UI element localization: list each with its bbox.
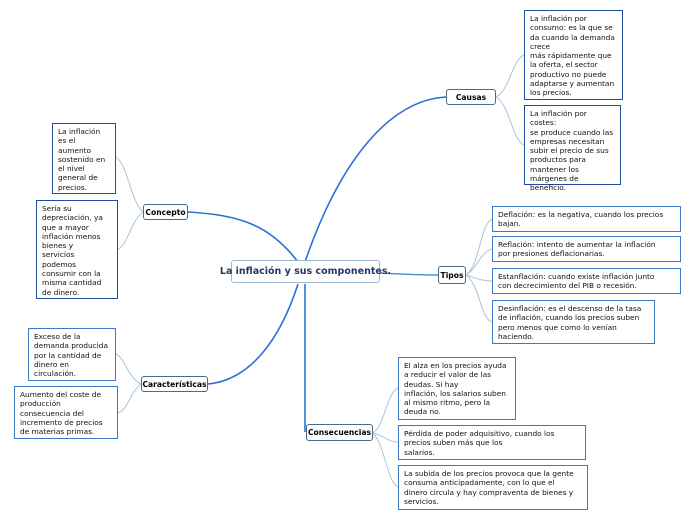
consecuencias-item-3[interactable]: La subida de los precios provoca que la …: [398, 465, 588, 510]
central-topic[interactable]: La inflación y sus componentes.: [220, 260, 391, 283]
consecuencias-item-1[interactable]: El alza en los precios ayuda a reducir e…: [398, 357, 516, 420]
topic-caracteristicas-label: Características: [142, 379, 207, 389]
connector-tipos: [379, 272, 439, 276]
connector-caracteristicas: [207, 283, 299, 385]
tipos-item-1-text: Deflación: es la negativa, cuando los pr…: [498, 210, 664, 229]
topic-tipos-label: Tipos: [440, 270, 464, 280]
causas-item-2[interactable]: La inflación por costes: se produce cuan…: [524, 105, 621, 192]
connector-consecuencias-leaf-2: [372, 432, 399, 443]
tipos-item-2-text: Reflación: intento de aumentar la inflac…: [498, 240, 656, 259]
connector-concepto: [187, 211, 299, 263]
causas-item-1-text: La inflación por consumo: es la que se d…: [530, 14, 615, 98]
concepto-item-1-text: La inflación es el aumento sostenido en …: [58, 127, 106, 192]
causas-item-2-text: La inflación por costes: se produce cuan…: [530, 109, 614, 193]
connector-tipos-leaf-4: [465, 274, 493, 323]
connector-concepto-leaf-2: [117, 211, 144, 250]
concepto-item-2-text: Sería su depreciación, ya que a mayor in…: [42, 204, 103, 297]
central-topic-label: La inflación y sus componentes.: [219, 266, 392, 277]
tipos-item-4-text: Desinflación: es el descenso de la tasa …: [498, 304, 642, 341]
connector-tipos-leaf-2: [465, 248, 493, 276]
consecuencias-item-1-text: El alza en los precios ayuda a reducir e…: [404, 361, 507, 417]
causas-item-1[interactable]: La inflación por consumo: es la que se d…: [524, 10, 623, 100]
tipos-item-4[interactable]: Desinflación: es el descenso de la tasa …: [492, 300, 655, 344]
topic-causas[interactable]: Causas: [446, 89, 496, 105]
caracteristicas-item-1-text: Exceso de la demanda producida por la ca…: [34, 332, 109, 379]
caracteristicas-item-2-text: Aumento del coste de producción consecue…: [20, 390, 103, 437]
concepto-item-1[interactable]: La inflación es el aumento sostenido en …: [52, 123, 116, 194]
connector-concepto-leaf-1: [115, 156, 144, 213]
topic-tipos[interactable]: Tipos: [438, 266, 466, 284]
connector-tipos-leaf-3: [465, 274, 493, 282]
consecuencias-item-3-text: La subida de los precios provoca que la …: [404, 469, 574, 506]
topic-consecuencias-label: Consecuencias: [307, 428, 372, 437]
connector-tipos-leaf-1: [465, 218, 493, 276]
topic-concepto[interactable]: Concepto: [143, 204, 188, 220]
tipos-item-3[interactable]: Estanflación: cuando existe inflación ju…: [492, 268, 681, 294]
topic-consecuencias[interactable]: Consecuencias: [306, 424, 373, 441]
connector-causas-leaf-2: [495, 96, 525, 146]
tipos-item-3-text: Estanflación: cuando existe inflación ju…: [498, 272, 655, 291]
concepto-item-2[interactable]: Sería su depreciación, ya que a mayor in…: [36, 200, 118, 299]
caracteristicas-item-2[interactable]: Aumento del coste de producción consecue…: [14, 386, 118, 439]
caracteristicas-item-1[interactable]: Exceso de la demanda producida por la ca…: [28, 328, 116, 381]
tipos-item-1[interactable]: Deflación: es la negativa, cuando los pr…: [492, 206, 681, 232]
topic-concepto-label: Concepto: [145, 207, 186, 217]
topic-causas-label: Causas: [455, 92, 487, 102]
connector-causas: [304, 96, 447, 263]
connector-caracteristicas-leaf-2: [117, 383, 142, 414]
consecuencias-item-2[interactable]: Pérdida de poder adquisitivo, cuando los…: [398, 425, 586, 460]
connector-caracteristicas-leaf-1: [115, 353, 142, 385]
consecuencias-item-2-text: Pérdida de poder adquisitivo, cuando los…: [404, 429, 555, 457]
connector-consecuencias-leaf-3: [372, 432, 399, 488]
connector-consecuencias-leaf-1: [372, 387, 399, 434]
topic-caracteristicas[interactable]: Características: [141, 376, 208, 392]
connector-causas-leaf-1: [495, 54, 525, 98]
tipos-item-2[interactable]: Reflación: intento de aumentar la inflac…: [492, 236, 681, 262]
